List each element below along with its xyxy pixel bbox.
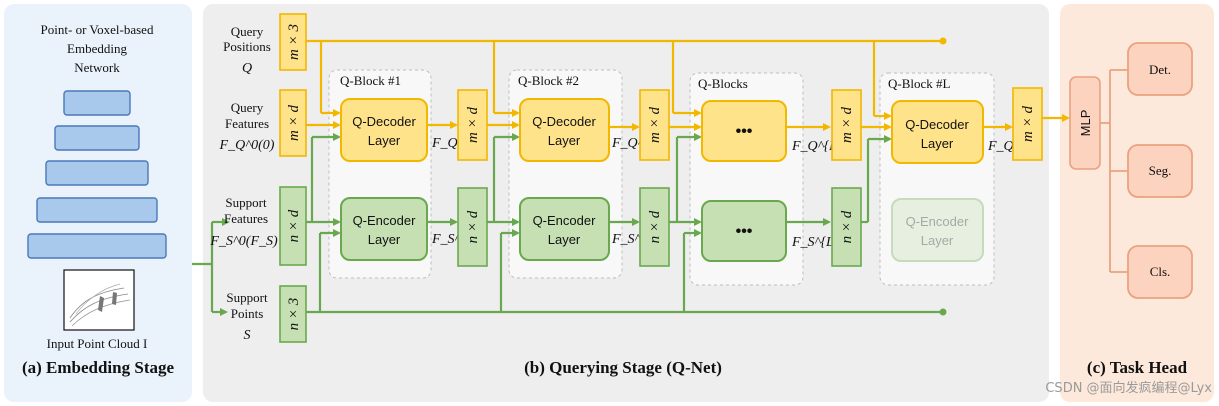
segmentation-head: Seg. xyxy=(1127,144,1193,198)
svg-text:Seg.: Seg. xyxy=(1149,163,1172,178)
svg-text:Features: Features xyxy=(225,116,269,131)
support-features-label: Support Features F_S^0(F_S) xyxy=(209,195,278,249)
svg-text:Q-Decoder: Q-Decoder xyxy=(532,114,596,129)
svg-text:Cls.: Cls. xyxy=(1150,264,1171,279)
svg-text:Q-Decoder: Q-Decoder xyxy=(352,114,416,129)
svg-text:MLP: MLP xyxy=(1078,110,1093,137)
svg-text:Layer: Layer xyxy=(368,232,401,247)
svg-text:Support: Support xyxy=(225,195,267,210)
block1-query-dim-box: m × d xyxy=(457,89,488,161)
support-features-dim-box: n × d xyxy=(279,186,307,266)
svg-text:Query: Query xyxy=(231,100,264,115)
svg-text:Points: Points xyxy=(231,306,264,321)
svg-text:Q: Q xyxy=(242,61,252,76)
fq-label: F_Q xyxy=(987,139,1014,154)
classification-head: Cls. xyxy=(1127,245,1193,299)
svg-text:F_S^0(F_S): F_S^0(F_S) xyxy=(209,234,278,249)
input-point-cloud-caption: Input Point Cloud I xyxy=(47,336,148,351)
block2-query-dim-box: m × d xyxy=(639,89,670,161)
query-positions-dim-box: m × 3 xyxy=(279,13,307,71)
q-blocks-encoder-ellipsis: ••• xyxy=(701,200,787,262)
svg-text:m × d: m × d xyxy=(465,107,481,143)
svg-text:m × d: m × d xyxy=(286,105,302,141)
svg-text:m × d: m × d xyxy=(1020,106,1036,142)
task-head-title: (c) Task Head xyxy=(1087,358,1188,377)
svg-text:n × 3: n × 3 xyxy=(286,298,302,331)
query-features-label: Query Features F_Q^0(0) xyxy=(219,100,275,153)
block1-support-dim-box: n × d xyxy=(457,187,488,267)
support-points-endpoint xyxy=(939,308,947,316)
q-encoder-layer-2: Q-Encoder Layer xyxy=(519,197,610,261)
svg-text:•••: ••• xyxy=(736,123,753,140)
svg-text:Q-Decoder: Q-Decoder xyxy=(905,117,969,132)
svg-text:n × d: n × d xyxy=(465,210,481,243)
fs2-label: F_S^2 xyxy=(611,232,647,247)
mlp-box: MLP xyxy=(1069,76,1101,170)
svg-text:Q-Encoder: Q-Encoder xyxy=(906,214,970,229)
svg-text:Layer: Layer xyxy=(921,233,954,248)
svg-text:n × d: n × d xyxy=(647,210,663,243)
embedding-title-line2: Embedding xyxy=(67,41,127,56)
blocks-support-dim-box: n × d xyxy=(831,187,862,267)
q-blocks-decoder-ellipsis: ••• xyxy=(701,100,787,162)
q-decoder-layer-2: Q-Decoder Layer xyxy=(519,98,610,162)
embedding-network-layers xyxy=(27,90,167,259)
svg-text:n × d: n × d xyxy=(286,209,302,242)
q-decoder-layer-1: Q-Decoder Layer xyxy=(340,98,428,162)
q-block-2-label: Q-Block #2 xyxy=(518,73,579,88)
support-points-label: Support Points S xyxy=(226,290,268,343)
support-flow-lines xyxy=(306,133,942,314)
svg-text:Support: Support xyxy=(226,290,268,305)
embedding-to-support-connector xyxy=(192,218,230,316)
svg-text:Q-Encoder: Q-Encoder xyxy=(353,213,417,228)
embedding-stage-title: (a) Embedding Stage xyxy=(22,358,175,377)
svg-text:Layer: Layer xyxy=(548,133,581,148)
query-features-dim-box: m × d xyxy=(279,89,307,157)
support-points-dim-box: n × 3 xyxy=(279,285,307,343)
svg-text:Query: Query xyxy=(231,24,264,39)
q-blocks-label: Q-Blocks xyxy=(698,76,748,91)
svg-text:Det.: Det. xyxy=(1149,62,1171,77)
head-connector xyxy=(1100,69,1128,273)
svg-text:m × d: m × d xyxy=(647,107,663,143)
svg-text:Layer: Layer xyxy=(921,136,954,151)
query-flow-lines xyxy=(306,39,1070,131)
block2-support-dim-box: n × d xyxy=(639,187,670,267)
svg-text:S: S xyxy=(244,328,251,343)
blocks-query-dim-box: m × d xyxy=(831,89,862,161)
point-cloud-image xyxy=(63,269,135,331)
svg-text:•••: ••• xyxy=(736,223,753,240)
svg-text:Layer: Layer xyxy=(548,232,581,247)
q-decoder-layer-L: Q-Decoder Layer xyxy=(891,100,984,164)
query-positions-label: Query Positions Q xyxy=(223,24,271,76)
svg-text:Features: Features xyxy=(224,211,268,226)
querying-stage-title: (b) Querying Stage (Q-Net) xyxy=(524,358,722,377)
detection-head: Det. xyxy=(1127,42,1193,96)
watermark: CSDN @面向发疯编程@Lyx xyxy=(1045,380,1212,396)
q-block-L-label: Q-Block #L xyxy=(888,76,951,91)
svg-text:Positions: Positions xyxy=(223,39,271,54)
embedding-title-line1: Point- or Voxel-based xyxy=(41,22,154,37)
svg-text:Layer: Layer xyxy=(368,133,401,148)
query-positions-endpoint xyxy=(939,37,947,45)
q-encoder-layer-1: Q-Encoder Layer xyxy=(340,197,428,261)
q-encoder-layer-L-faded: Q-Encoder Layer xyxy=(891,198,984,262)
embedding-title-line3: Network xyxy=(74,60,120,75)
svg-text:m × 3: m × 3 xyxy=(286,24,302,60)
svg-text:m × d: m × d xyxy=(839,107,855,143)
svg-text:n × d: n × d xyxy=(839,210,855,243)
svg-text:Q-Encoder: Q-Encoder xyxy=(533,213,597,228)
svg-text:F_Q^0(0): F_Q^0(0) xyxy=(219,138,275,153)
output-query-dim-box: m × d xyxy=(1012,87,1043,161)
q-block-1-label: Q-Block #1 xyxy=(340,73,401,88)
